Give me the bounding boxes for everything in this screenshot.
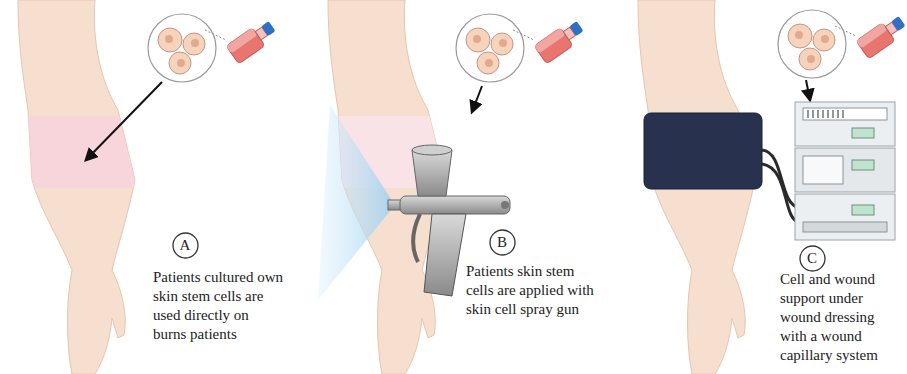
wound-pump-unit <box>795 102 895 240</box>
circled-letter: B <box>489 229 516 256</box>
circled-letter: A <box>172 232 199 259</box>
description-text: Cell and wound support under wound dress… <box>780 270 904 365</box>
panel-letter: B <box>497 235 507 250</box>
panel-letter: A <box>180 238 191 253</box>
circled-letter: C <box>799 245 826 272</box>
description-text: Patients skin stem cells are applied wit… <box>466 262 602 319</box>
panel-letter: C <box>807 251 817 266</box>
description-text: Patients cultured own skin stem cells ar… <box>153 268 285 344</box>
